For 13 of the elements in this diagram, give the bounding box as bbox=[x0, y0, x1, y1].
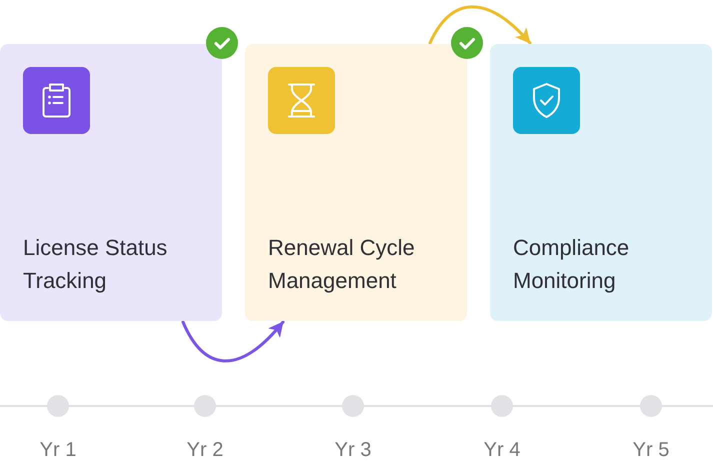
step-card bbox=[490, 44, 712, 321]
step-card bbox=[245, 44, 467, 321]
year-label: Yr 4 bbox=[484, 438, 520, 462]
card-title: Compliance Monitoring bbox=[513, 234, 630, 295]
year-label: Yr 2 bbox=[186, 438, 224, 462]
year-label: Yr 5 bbox=[632, 438, 670, 462]
year-label: Yr 1 bbox=[40, 438, 76, 462]
curved-arrow bbox=[182, 320, 284, 362]
step-card bbox=[0, 44, 222, 321]
card-title: Renewal Cycle Management bbox=[268, 234, 416, 295]
year-label: Yr 3 bbox=[334, 438, 372, 462]
curved-arrow bbox=[428, 5, 532, 44]
card-title: License Status Tracking bbox=[23, 234, 168, 295]
